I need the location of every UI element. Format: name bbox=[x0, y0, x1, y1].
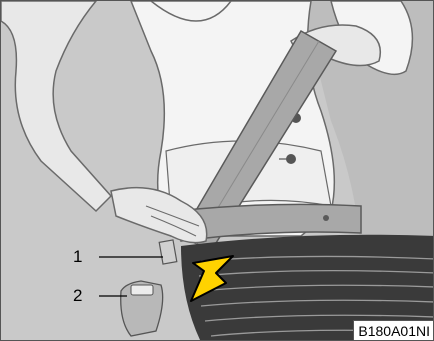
belt-grommet bbox=[323, 215, 329, 221]
figure-code-label: B180A01NI bbox=[353, 320, 433, 340]
callout-number-2: 2 bbox=[73, 287, 82, 304]
blouse-button-2 bbox=[286, 154, 296, 164]
callout-number-1: 1 bbox=[73, 248, 82, 265]
buckle-slot bbox=[131, 285, 153, 295]
latch-tongue bbox=[159, 240, 177, 264]
